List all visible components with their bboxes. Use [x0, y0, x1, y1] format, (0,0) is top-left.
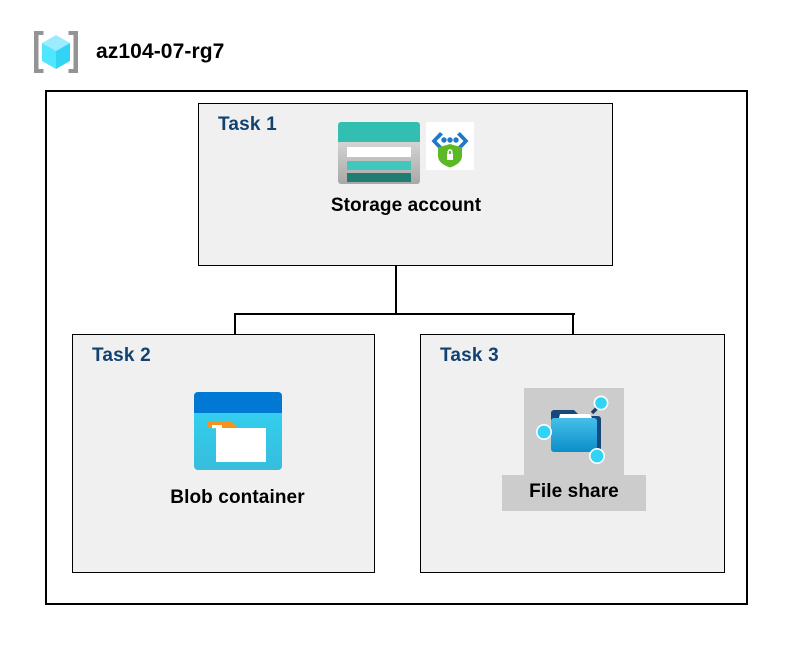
blob-container-icon [193, 392, 282, 474]
file-share-caption: File share [529, 481, 619, 502]
task-1-label: Task 1 [218, 114, 277, 135]
task-3-label: Task 3 [440, 345, 499, 366]
storage-account-icon [338, 122, 420, 189]
storage-account-caption: Storage account [330, 195, 482, 216]
resource-group-name: az104-07-rg7 [96, 40, 225, 63]
task-box-2: Task 2 [72, 334, 375, 573]
private-endpoint-shield-icon [426, 122, 474, 175]
task-2-label: Task 2 [92, 345, 151, 366]
file-share-caption-highlight: File share [502, 475, 646, 511]
node-storage-account[interactable]: Storage account [291, 122, 521, 217]
azure-resource-group-icon [30, 28, 82, 76]
node-file-share[interactable]: File share [490, 388, 658, 511]
file-share-icon-highlight [524, 388, 624, 475]
resource-group-title-row: az104-07-rg7 [30, 28, 224, 76]
connector-horizontal-bus [234, 313, 575, 316]
node-blob-container[interactable]: Blob container [136, 392, 339, 509]
connector-storage-stem [395, 228, 398, 315]
storage-account-icon-row [338, 122, 474, 189]
blob-container-caption: Blob container [170, 487, 305, 508]
file-share-icon [536, 394, 612, 471]
blob-container-icon-row [193, 392, 282, 475]
